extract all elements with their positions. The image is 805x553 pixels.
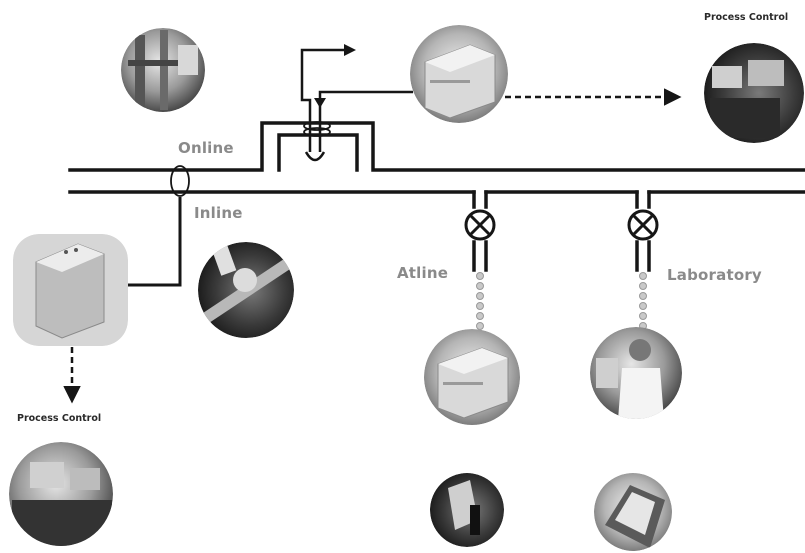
laboratory-label: Laboratory [667, 268, 762, 283]
inline-probe-icon [198, 238, 296, 338]
inline-connection [128, 197, 180, 285]
inline-analyzer-icon [13, 234, 128, 346]
online-arrows [314, 44, 356, 108]
process-control-left-label: Process Control [17, 414, 101, 424]
process-control-top-label: Process Control [704, 13, 788, 23]
plant-photo-icon [121, 28, 205, 112]
atline-analyzer-icon [424, 329, 520, 425]
atline-sample-icon [430, 473, 504, 547]
bead-chains [477, 273, 647, 330]
dashed-arrows [72, 97, 678, 400]
sample-rings [171, 122, 330, 196]
atline-label: Atline [397, 266, 448, 281]
control-room-top-icon [704, 43, 804, 143]
online-label: Online [178, 141, 234, 156]
control-room-left-icon [9, 442, 113, 550]
laboratory-valve [629, 211, 657, 239]
lab-instrument-icon [594, 473, 672, 551]
online-analyzer-icon [410, 25, 508, 123]
atline-valve [466, 211, 494, 239]
inline-label: Inline [194, 206, 243, 221]
lab-technician-icon [590, 327, 682, 420]
